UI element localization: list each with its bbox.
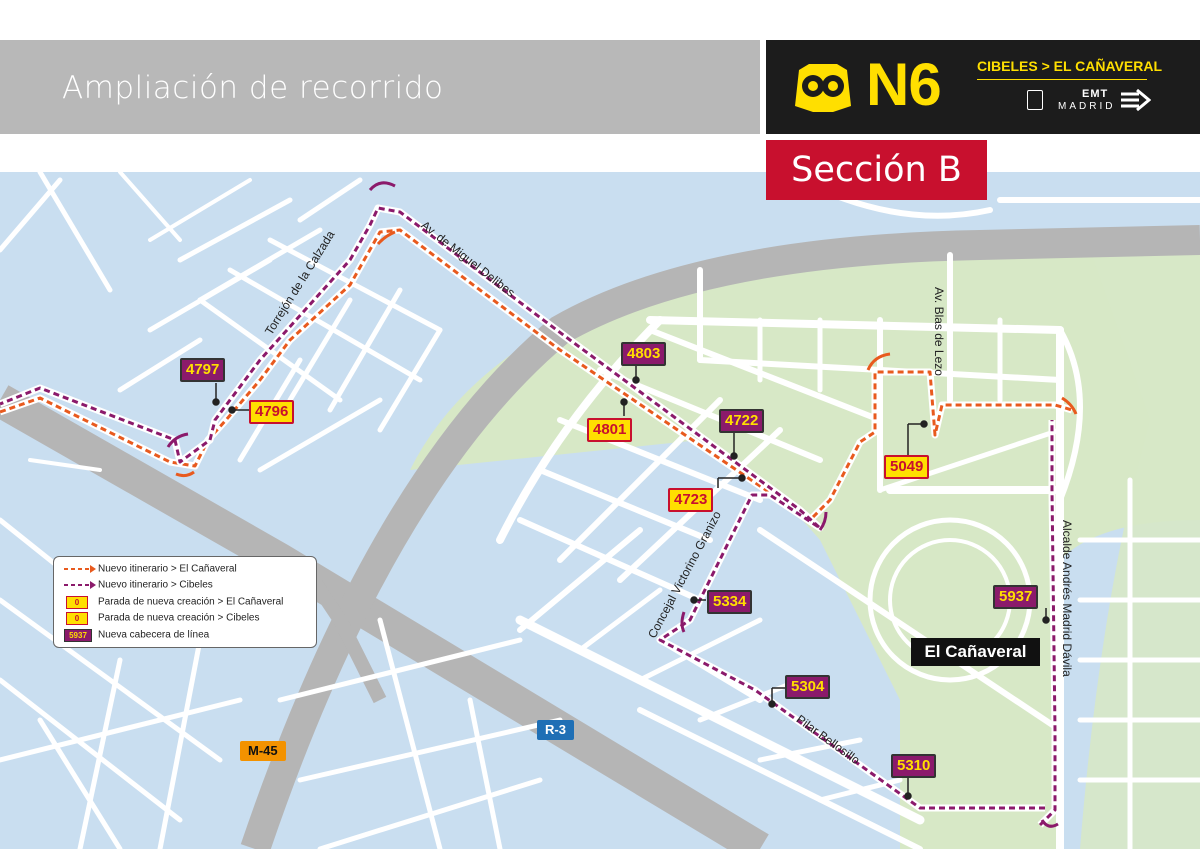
stop-4803[interactable]: 4803 — [621, 342, 667, 366]
legend-label: Nuevo itinerario > El Cañaveral — [98, 563, 237, 575]
stop-5304[interactable]: 5304 — [785, 675, 831, 699]
place-label-el-canaveral: El Cañaveral — [911, 638, 1040, 666]
legend-item-stop-cibeles: 0 Parada de nueva creación > Cibeles — [62, 612, 260, 626]
direction-arrows — [166, 181, 1078, 828]
madrid-crest-icon — [1027, 90, 1043, 110]
stop-5334[interactable]: 5334 — [707, 590, 753, 614]
arrow-canaveral-blas — [866, 352, 891, 371]
arrow-cibeles-center — [818, 511, 828, 531]
legend-swatch-cibeles — [62, 579, 98, 591]
route-canaveral — [0, 226, 1073, 524]
stop-4723[interactable]: 4723 — [668, 488, 714, 512]
stop-4797[interactable]: 4797 — [180, 358, 226, 382]
legend-swatch-canaveral — [62, 563, 98, 575]
route-cibeles — [0, 204, 1059, 828]
legend-item-new-terminus: 5937 Nueva cabecera de línea — [62, 629, 209, 643]
legend-label: Nuevo itinerario > Cibeles — [98, 579, 213, 591]
operator-name: EMT — [1082, 88, 1109, 100]
page-title: Ampliación de recorrido — [62, 70, 444, 106]
legend-item-route-cibeles: Nuevo itinerario > Cibeles — [62, 579, 213, 593]
legend-item-stop-canaveral: 0 Parada de nueva creación > El Cañavera… — [62, 596, 283, 610]
legend-item-route-canaveral: Nuevo itinerario > El Cañaveral — [62, 563, 237, 577]
owl-icon — [795, 64, 851, 112]
stop-pointers — [212, 362, 1050, 800]
operator-city: MADRID — [1058, 101, 1116, 112]
arrow-canaveral-left — [175, 470, 195, 478]
legend: Nuevo itinerario > El Cañaveral Nuevo it… — [53, 556, 317, 648]
line-number: N6 — [866, 51, 942, 118]
emt-logo-icon — [1121, 88, 1151, 112]
legend-label: Nueva cabecera de línea — [98, 629, 210, 641]
arrow-cibeles-top — [368, 181, 396, 192]
legend-label: Parada de nueva creación > Cibeles — [98, 612, 260, 624]
legend-label: Parada de nueva creación > El Cañaveral — [98, 596, 284, 608]
legend-swatch-stop-canaveral: 0 — [62, 596, 98, 609]
street-label-blas-de-lezo: Av. Blas de Lezo — [932, 287, 946, 376]
legend-swatch-stop-cibeles: 0 — [62, 612, 98, 625]
arrow-canaveral-top — [376, 230, 396, 246]
route-name: CIBELES > EL CAÑAVERAL — [977, 58, 1163, 74]
arrow-cibeles-left — [166, 432, 189, 448]
arrow-canaveral-right — [1061, 396, 1078, 415]
road-shield-m45: M-45 — [240, 741, 286, 761]
stop-5937-terminus[interactable]: 5937 — [993, 585, 1039, 609]
arrow-cibeles-granizo — [680, 611, 686, 633]
arrow-cibeles-bottom — [1040, 819, 1059, 828]
stop-4722[interactable]: 4722 — [719, 409, 765, 433]
route-divider — [977, 79, 1147, 80]
street-label-madrid-davila: Alcalde Andrés Madrid Dávila — [1060, 520, 1074, 677]
header-banner — [0, 40, 760, 134]
stop-5310[interactable]: 5310 — [891, 754, 937, 778]
stop-4801[interactable]: 4801 — [587, 418, 633, 442]
stop-4796[interactable]: 4796 — [249, 400, 295, 424]
section-badge: Sección B — [766, 140, 987, 200]
stop-5049[interactable]: 5049 — [884, 455, 930, 479]
road-shield-r3: R-3 — [537, 720, 574, 740]
legend-swatch-terminus: 5937 — [62, 629, 98, 642]
